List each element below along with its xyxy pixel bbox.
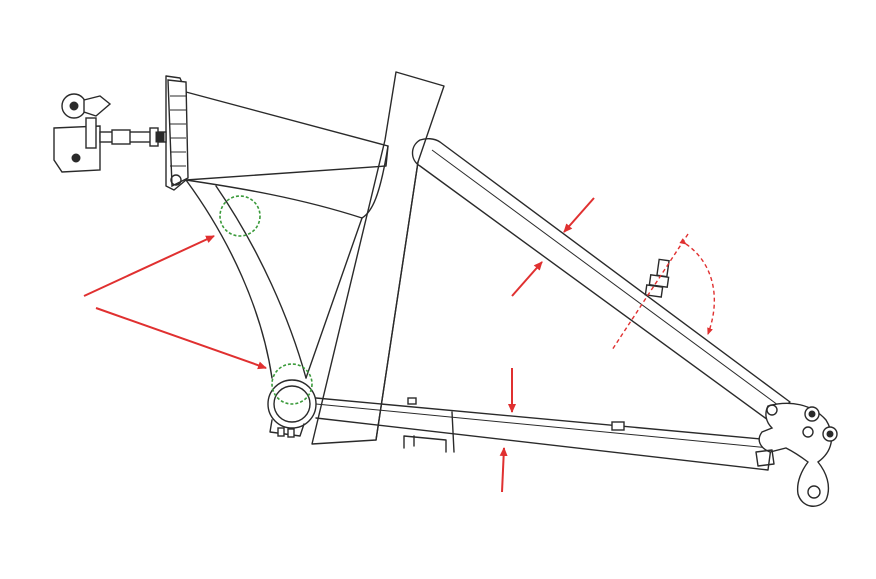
head-tube [165, 75, 189, 191]
cable-stop-angle-arc [611, 233, 715, 351]
weld-arrow-upper [83, 235, 215, 297]
bottom-bracket [267, 379, 317, 438]
weld-arrow-lower [95, 307, 267, 370]
weld-circle-upper [219, 195, 261, 237]
seat-tube [311, 71, 445, 445]
down-tube [185, 179, 363, 379]
weld-circle-lower [271, 363, 313, 405]
chain-stay [315, 397, 773, 471]
seatstay-arrow-lower [511, 261, 543, 297]
top-tube [185, 91, 389, 219]
rear-dropout [755, 402, 838, 507]
seatstay-arrow-upper [563, 197, 595, 233]
seat-stay [411, 137, 791, 421]
kickstand-plate [403, 397, 625, 453]
seat-clamp-assembly [53, 93, 167, 173]
chainstay-arrow-lower [499, 447, 508, 493]
cable-stop [644, 258, 670, 298]
